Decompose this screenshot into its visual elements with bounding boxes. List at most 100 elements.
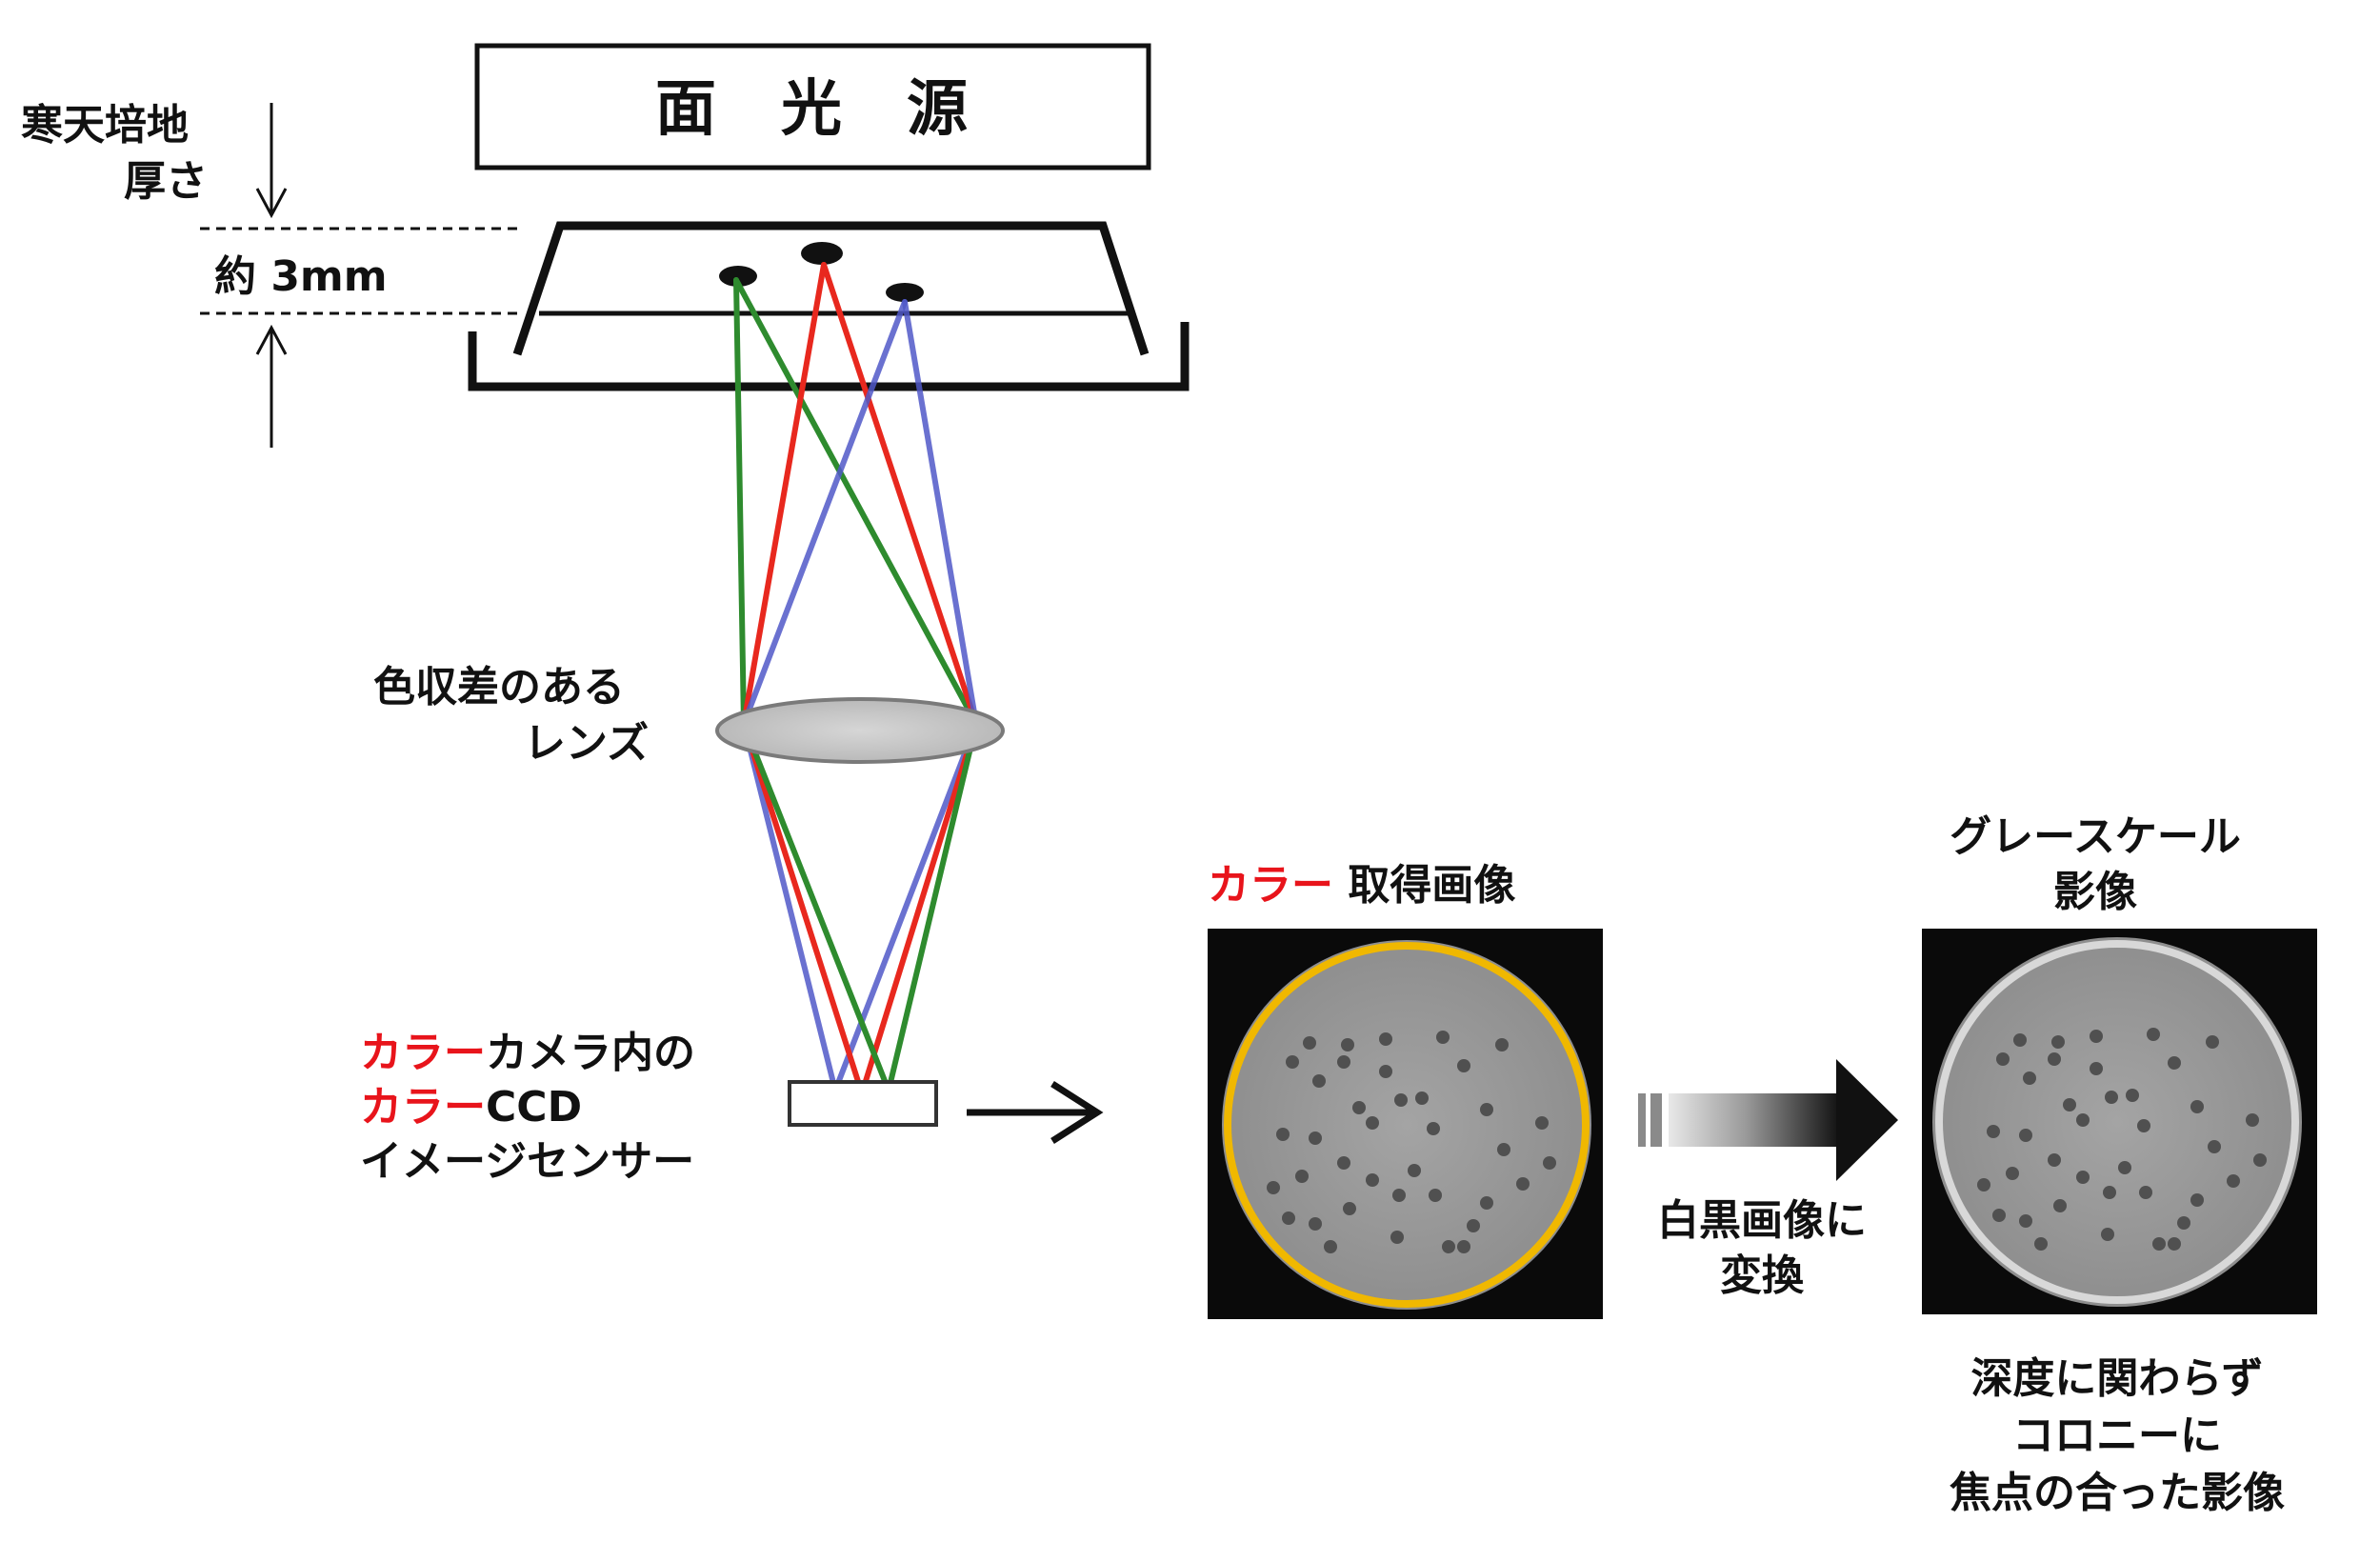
ray-blue-lower-right	[832, 721, 979, 1093]
color-plate-colony-dot	[1379, 1065, 1392, 1078]
color-plate-colony-dot	[1337, 1055, 1350, 1069]
colony-3	[886, 283, 924, 302]
color-plate-ring	[1224, 942, 1590, 1308]
gray-plate-colony-dot	[2076, 1113, 2090, 1127]
light-source: 面 光 源	[474, 43, 1151, 170]
gray-plate-colony-dot	[1987, 1125, 2000, 1138]
color-plate-colony-dot	[1352, 1101, 1366, 1114]
color-image-label-red: カラー	[1208, 861, 1333, 910]
sensor-label-line2: カラーCCD	[360, 1083, 582, 1131]
sensor-line1-rest: カメラ内の	[486, 1029, 695, 1077]
gray-plate-colony-dot	[1996, 1052, 2010, 1066]
agar-label-line1: 寒天培地	[21, 101, 189, 150]
conversion-arrowhead	[1836, 1059, 1898, 1181]
color-plate-colony-dot	[1267, 1181, 1280, 1194]
sensor-line2-rest: CCD	[486, 1083, 582, 1131]
color-plate-colony-dot	[1480, 1103, 1493, 1116]
gray-plate-colony-dot	[2208, 1140, 2221, 1153]
ray-blue-left	[741, 299, 908, 727]
gray-plate-colony-dot	[2118, 1161, 2131, 1174]
color-plate-colony-dot	[1276, 1128, 1290, 1141]
gray-plate-colony-dot	[2126, 1089, 2139, 1102]
color-plate-colony-dot	[1295, 1170, 1309, 1183]
color-plate-colonies	[1267, 1031, 1556, 1253]
color-plate-colony-dot	[1516, 1177, 1530, 1191]
color-plate	[1222, 940, 1591, 1310]
agar-label-line2: 厚さ	[124, 157, 208, 206]
ray-green-left	[733, 277, 747, 727]
petri-dish-cross-section	[468, 221, 1190, 391]
conversion-arrow-stub-2	[1650, 1093, 1662, 1147]
colony-1	[719, 266, 757, 287]
chromatic-lens: 色収差のある レンズ	[373, 663, 1005, 768]
dish-base	[468, 322, 1190, 391]
color-plate-colony-dot	[1495, 1038, 1509, 1051]
gray-plate-colony-dot	[2023, 1071, 2036, 1085]
gray-plate-colony-dot	[2090, 1062, 2103, 1075]
gray-plate	[1932, 937, 2302, 1307]
gray-plate-colony-dot	[2013, 1033, 2027, 1047]
color-plate-colony-dot	[1390, 1231, 1404, 1244]
gray-plate-colony-dot	[2253, 1153, 2267, 1167]
caption-line2: コロニーに	[2012, 1412, 2222, 1460]
sensor-label-line3: イメージセンサー	[360, 1137, 694, 1186]
lens-shape	[715, 697, 1005, 764]
color-plate-colony-dot	[1457, 1059, 1470, 1072]
thickness-arrowhead-down	[255, 188, 288, 219]
conversion-label-line1: 白黒画像に	[1657, 1196, 1867, 1245]
color-image-label-rest: 取得画像	[1333, 861, 1515, 910]
gray-plate-colony-dot	[1977, 1178, 1990, 1192]
colony-2	[801, 242, 843, 265]
gray-plate-colony-dot	[2063, 1098, 2076, 1111]
color-plate-colony-dot	[1394, 1093, 1408, 1107]
gray-image-title-line1: グレースケール	[1950, 812, 2241, 861]
color-plate-colony-dot	[1379, 1032, 1392, 1046]
gray-plate-colony-dot	[2019, 1214, 2032, 1228]
light-source-label: 面 光 源	[655, 74, 970, 145]
color-image-panel: カラー 取得画像	[1208, 861, 1603, 1319]
color-plate-colony-dot	[1392, 1189, 1406, 1202]
gray-plate-colony-dot	[2051, 1035, 2065, 1049]
color-plate-colony-dot	[1442, 1240, 1455, 1253]
gray-plate-colony-dot	[2101, 1228, 2114, 1241]
gray-plate-colony-dot	[2137, 1119, 2150, 1132]
color-plate-colony-dot	[1312, 1074, 1326, 1088]
gray-plate-colony-dot	[2048, 1153, 2061, 1167]
light-rays	[733, 262, 979, 1096]
agar-thickness-value: 約 3mm	[214, 252, 388, 301]
ray-green-lower-left	[741, 721, 891, 1093]
color-plate-colony-dot	[1366, 1116, 1379, 1130]
color-plate-colony-dot	[1467, 1219, 1480, 1232]
gray-plate-colony-dot	[2006, 1167, 2019, 1180]
gray-plate-colony-dot	[2246, 1113, 2259, 1127]
color-plate-colony-dot	[1457, 1240, 1470, 1253]
sensor-line2-red: カラー	[360, 1083, 486, 1131]
sensor-box	[788, 1080, 938, 1127]
gray-plate-colony-dot	[1992, 1209, 2006, 1222]
gray-plate-colony-dot	[2103, 1186, 2116, 1199]
gray-plate-colony-dot	[2168, 1237, 2181, 1251]
conversion-arrow: 白黒画像に 変換	[1638, 1059, 1898, 1300]
color-plate-colony-dot	[1543, 1156, 1556, 1170]
color-plate-colony-dot	[1535, 1116, 1549, 1130]
conversion-arrow-shaft	[1669, 1093, 1840, 1147]
gray-plate-colony-dot	[2177, 1216, 2190, 1230]
color-plate-colony-dot	[1343, 1202, 1356, 1215]
color-plate-colony-dot	[1282, 1212, 1295, 1225]
color-plate-colony-dot	[1497, 1143, 1510, 1156]
color-plate-colony-dot	[1309, 1217, 1322, 1231]
color-plate-colony-dot	[1427, 1122, 1440, 1135]
gray-plate-colony-dot	[2206, 1035, 2219, 1049]
color-plate-colony-dot	[1366, 1173, 1379, 1187]
color-plate-colony-dot	[1436, 1031, 1450, 1044]
color-plate-colony-dot	[1324, 1240, 1337, 1253]
color-plate-colony-dot	[1337, 1156, 1350, 1170]
conversion-label-line2: 変換	[1720, 1252, 1805, 1300]
sensor-line1-red: カラー	[360, 1029, 486, 1077]
gray-plate-colony-dot	[2053, 1199, 2067, 1212]
ray-red-lower-left	[741, 721, 865, 1096]
gray-plate-colony-dot	[2034, 1237, 2048, 1251]
color-plate-colony-dot	[1303, 1036, 1316, 1050]
